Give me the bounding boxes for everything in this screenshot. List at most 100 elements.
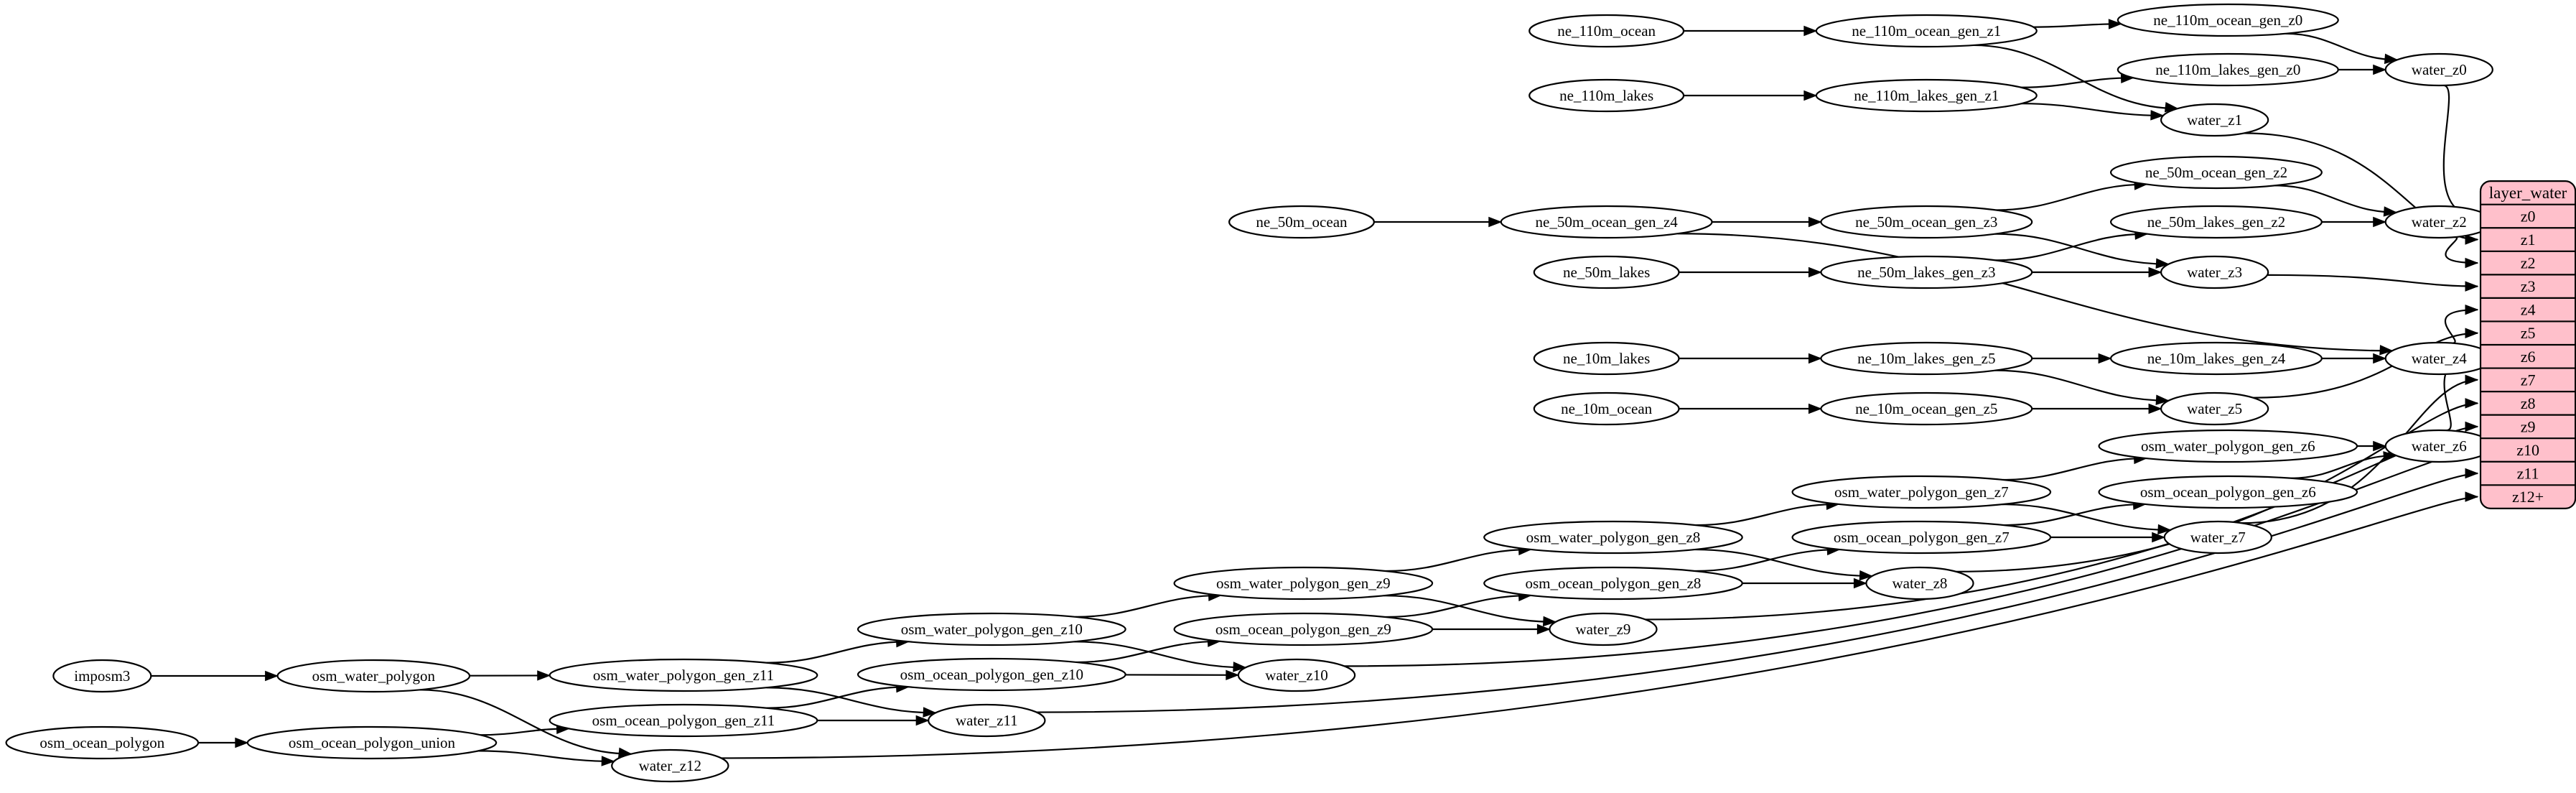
node-ne_10m_lakes_gen_z5[interactable]: ne_10m_lakes_gen_z5 bbox=[1821, 343, 2032, 374]
node-label: ne_50m_lakes_gen_z2 bbox=[2147, 213, 2285, 231]
edge-layer bbox=[151, 19, 2478, 766]
record-cell-z3[interactable]: z3 bbox=[2521, 277, 2536, 295]
edge-ne_50m_ocean_gen_z4-to-water_z4 bbox=[1678, 233, 2392, 351]
edge-ne_50m_ocean_gen_z3-to-water_z3 bbox=[1995, 234, 2168, 264]
record-cell-z2[interactable]: z2 bbox=[2521, 254, 2536, 272]
node-osm_water_polygon_gen_z9[interactable]: osm_water_polygon_gen_z9 bbox=[1175, 567, 1432, 599]
edge-arrowhead bbox=[916, 716, 928, 725]
node-imposm3[interactable]: imposm3 bbox=[53, 660, 151, 692]
node-water_z8[interactable]: water_z8 bbox=[1866, 567, 1973, 599]
record-cell-z12+[interactable]: z12+ bbox=[2512, 488, 2544, 506]
node-ne_50m_lakes_gen_z2[interactable]: ne_50m_lakes_gen_z2 bbox=[2111, 206, 2322, 238]
node-label: ne_50m_ocean bbox=[1256, 213, 1348, 231]
node-water_z6[interactable]: water_z6 bbox=[2386, 430, 2493, 462]
node-ne_10m_ocean_gen_z5[interactable]: ne_10m_ocean_gen_z5 bbox=[1821, 393, 2032, 425]
node-label: ne_50m_ocean_gen_z2 bbox=[2145, 164, 2287, 181]
node-water_z7[interactable]: water_z7 bbox=[2165, 521, 2272, 553]
node-water_z1[interactable]: water_z1 bbox=[2161, 104, 2268, 136]
node-water_z9[interactable]: water_z9 bbox=[1549, 613, 1656, 645]
record-cell-z9[interactable]: z9 bbox=[2521, 417, 2536, 435]
node-osm_ocean_polygon_gen_z6[interactable]: osm_ocean_polygon_gen_z6 bbox=[2099, 476, 2357, 508]
node-osm_water_polygon_gen_z8[interactable]: osm_water_polygon_gen_z8 bbox=[1484, 521, 1742, 553]
node-ne_110m_ocean_gen_z0[interactable]: ne_110m_ocean_gen_z0 bbox=[2118, 4, 2338, 36]
edge-osm_water_polygon_gen_z8-to-water_z8 bbox=[1695, 549, 1872, 576]
node-ne_110m_ocean[interactable]: ne_110m_ocean bbox=[1529, 15, 1684, 47]
edge-arrowhead bbox=[235, 738, 248, 748]
node-label: osm_water_polygon_gen_z7 bbox=[1834, 483, 2009, 501]
node-label: water_z7 bbox=[2190, 529, 2246, 546]
node-label: osm_ocean_polygon_union bbox=[289, 734, 456, 751]
node-osm_ocean_polygon_gen_z8[interactable]: osm_ocean_polygon_gen_z8 bbox=[1484, 567, 1742, 599]
node-ne_110m_lakes_gen_z1[interactable]: ne_110m_lakes_gen_z1 bbox=[1816, 80, 2037, 111]
node-water_z11[interactable]: water_z11 bbox=[928, 705, 1045, 736]
record-node-layer-water[interactable]: layer_waterz0z1z2z3z4z5z6z7z8z9z10z11z12… bbox=[2481, 181, 2575, 509]
record-cell-z11[interactable]: z11 bbox=[2517, 465, 2539, 483]
node-ne_10m_lakes_gen_z4[interactable]: ne_10m_lakes_gen_z4 bbox=[2111, 343, 2322, 374]
edge-osm_ocean_polygon_union-to-osm_ocean_polygon_gen_z11 bbox=[480, 728, 569, 735]
node-layer: imposm3 osm_water_polygon osm_ocean_polygo… bbox=[6, 4, 2493, 782]
edge-osm_water_polygon_gen_z11-to-osm_water_polygon_gen_z10 bbox=[767, 641, 909, 663]
node-label: water_z0 bbox=[2412, 61, 2467, 78]
node-osm_ocean_polygon_gen_z10[interactable]: osm_ocean_polygon_gen_z10 bbox=[858, 659, 1126, 690]
edge-arrowhead bbox=[2374, 218, 2386, 227]
node-ne_50m_lakes[interactable]: ne_50m_lakes bbox=[1534, 256, 1679, 288]
node-osm_ocean_polygon_union[interactable]: osm_ocean_polygon_union bbox=[248, 727, 496, 759]
edge-osm_water_polygon_gen_z7-to-water_z7 bbox=[2002, 504, 2170, 530]
node-ne_10m_lakes[interactable]: ne_10m_lakes bbox=[1534, 343, 1679, 374]
node-osm_water_polygon[interactable]: osm_water_polygon bbox=[278, 660, 470, 692]
node-label: water_z10 bbox=[1265, 667, 1327, 684]
node-water_z10[interactable]: water_z10 bbox=[1238, 659, 1355, 691]
node-label: water_z6 bbox=[2412, 437, 2467, 455]
node-osm_water_polygon_gen_z6[interactable]: osm_water_polygon_gen_z6 bbox=[2099, 430, 2357, 462]
node-label: water_z2 bbox=[2412, 213, 2467, 231]
node-ne_50m_ocean_gen_z3[interactable]: ne_50m_ocean_gen_z3 bbox=[1821, 206, 2032, 238]
record-cell-z1[interactable]: z1 bbox=[2521, 231, 2536, 249]
node-ne_10m_ocean[interactable]: ne_10m_ocean bbox=[1534, 393, 1679, 425]
edge-osm_ocean_polygon_gen_z11-to-osm_ocean_polygon_gen_z10 bbox=[767, 687, 909, 708]
record-cell-z0[interactable]: z0 bbox=[2521, 207, 2536, 225]
node-label: osm_ocean_polygon_gen_z6 bbox=[2140, 483, 2316, 501]
node-ne_50m_ocean_gen_z2[interactable]: ne_50m_ocean_gen_z2 bbox=[2111, 157, 2322, 188]
node-water_z2[interactable]: water_z2 bbox=[2386, 206, 2493, 238]
node-ne_50m_ocean_gen_z4[interactable]: ne_50m_ocean_gen_z4 bbox=[1501, 206, 1712, 238]
edge-arrowhead bbox=[2465, 375, 2478, 384]
node-ne_110m_lakes_gen_z0[interactable]: ne_110m_lakes_gen_z0 bbox=[2118, 54, 2338, 85]
node-osm_ocean_polygon[interactable]: osm_ocean_polygon bbox=[6, 727, 198, 759]
node-water_z12[interactable]: water_z12 bbox=[612, 750, 728, 782]
edge-arrowhead bbox=[2374, 354, 2386, 363]
node-water_z4[interactable]: water_z4 bbox=[2386, 343, 2493, 374]
edge-arrowhead bbox=[2465, 399, 2478, 408]
node-label: water_z8 bbox=[1892, 575, 1947, 592]
record-cell-z7[interactable]: z7 bbox=[2521, 371, 2536, 389]
node-water_z3[interactable]: water_z3 bbox=[2161, 256, 2268, 288]
node-osm_ocean_polygon_gen_z7[interactable]: osm_ocean_polygon_gen_z7 bbox=[1793, 521, 2050, 553]
record-cell-z5[interactable]: z5 bbox=[2521, 324, 2536, 342]
edge-arrowhead bbox=[1809, 218, 1821, 227]
node-ne_50m_lakes_gen_z3[interactable]: ne_50m_lakes_gen_z3 bbox=[1821, 256, 2032, 288]
node-label: osm_water_polygon_gen_z6 bbox=[2141, 437, 2315, 455]
node-ne_50m_ocean[interactable]: ne_50m_ocean bbox=[1229, 206, 1374, 238]
node-ne_110m_ocean_gen_z1[interactable]: ne_110m_ocean_gen_z1 bbox=[1816, 15, 2037, 47]
record-cell-z10[interactable]: z10 bbox=[2516, 441, 2539, 459]
edge-osm_water_polygon_gen_z10-to-osm_water_polygon_gen_z9 bbox=[1075, 595, 1221, 617]
node-osm_ocean_polygon_gen_z11[interactable]: osm_ocean_polygon_gen_z11 bbox=[550, 705, 818, 736]
node-osm_water_polygon_gen_z7[interactable]: osm_water_polygon_gen_z7 bbox=[1793, 476, 2050, 508]
node-water_z0[interactable]: water_z0 bbox=[2386, 54, 2493, 85]
record-cell-z6[interactable]: z6 bbox=[2521, 348, 2536, 366]
node-osm_water_polygon_gen_z10[interactable]: osm_water_polygon_gen_z10 bbox=[858, 613, 1126, 645]
node-ne_110m_lakes[interactable]: ne_110m_lakes bbox=[1529, 80, 1684, 111]
node-label: ne_110m_ocean_gen_z1 bbox=[1852, 22, 2001, 40]
node-label: water_z5 bbox=[2187, 400, 2242, 417]
edge-arrowhead bbox=[2374, 65, 2386, 75]
record-cell-z4[interactable]: z4 bbox=[2521, 301, 2536, 319]
record-cell-z8[interactable]: z8 bbox=[2521, 394, 2536, 412]
edge-osm_ocean_polygon_gen_z7-to-osm_ocean_polygon_gen_z6 bbox=[2004, 504, 2145, 525]
node-label: ne_110m_lakes_gen_z1 bbox=[1854, 87, 1999, 104]
node-label: osm_ocean_polygon_gen_z11 bbox=[592, 712, 775, 729]
node-osm_ocean_polygon_gen_z9[interactable]: osm_ocean_polygon_gen_z9 bbox=[1175, 613, 1432, 645]
node-label: osm_ocean_polygon bbox=[39, 734, 164, 751]
node-osm_water_polygon_gen_z11[interactable]: osm_water_polygon_gen_z11 bbox=[550, 659, 818, 691]
node-water_z5[interactable]: water_z5 bbox=[2161, 393, 2268, 425]
edge-arrowhead bbox=[1804, 91, 1816, 101]
